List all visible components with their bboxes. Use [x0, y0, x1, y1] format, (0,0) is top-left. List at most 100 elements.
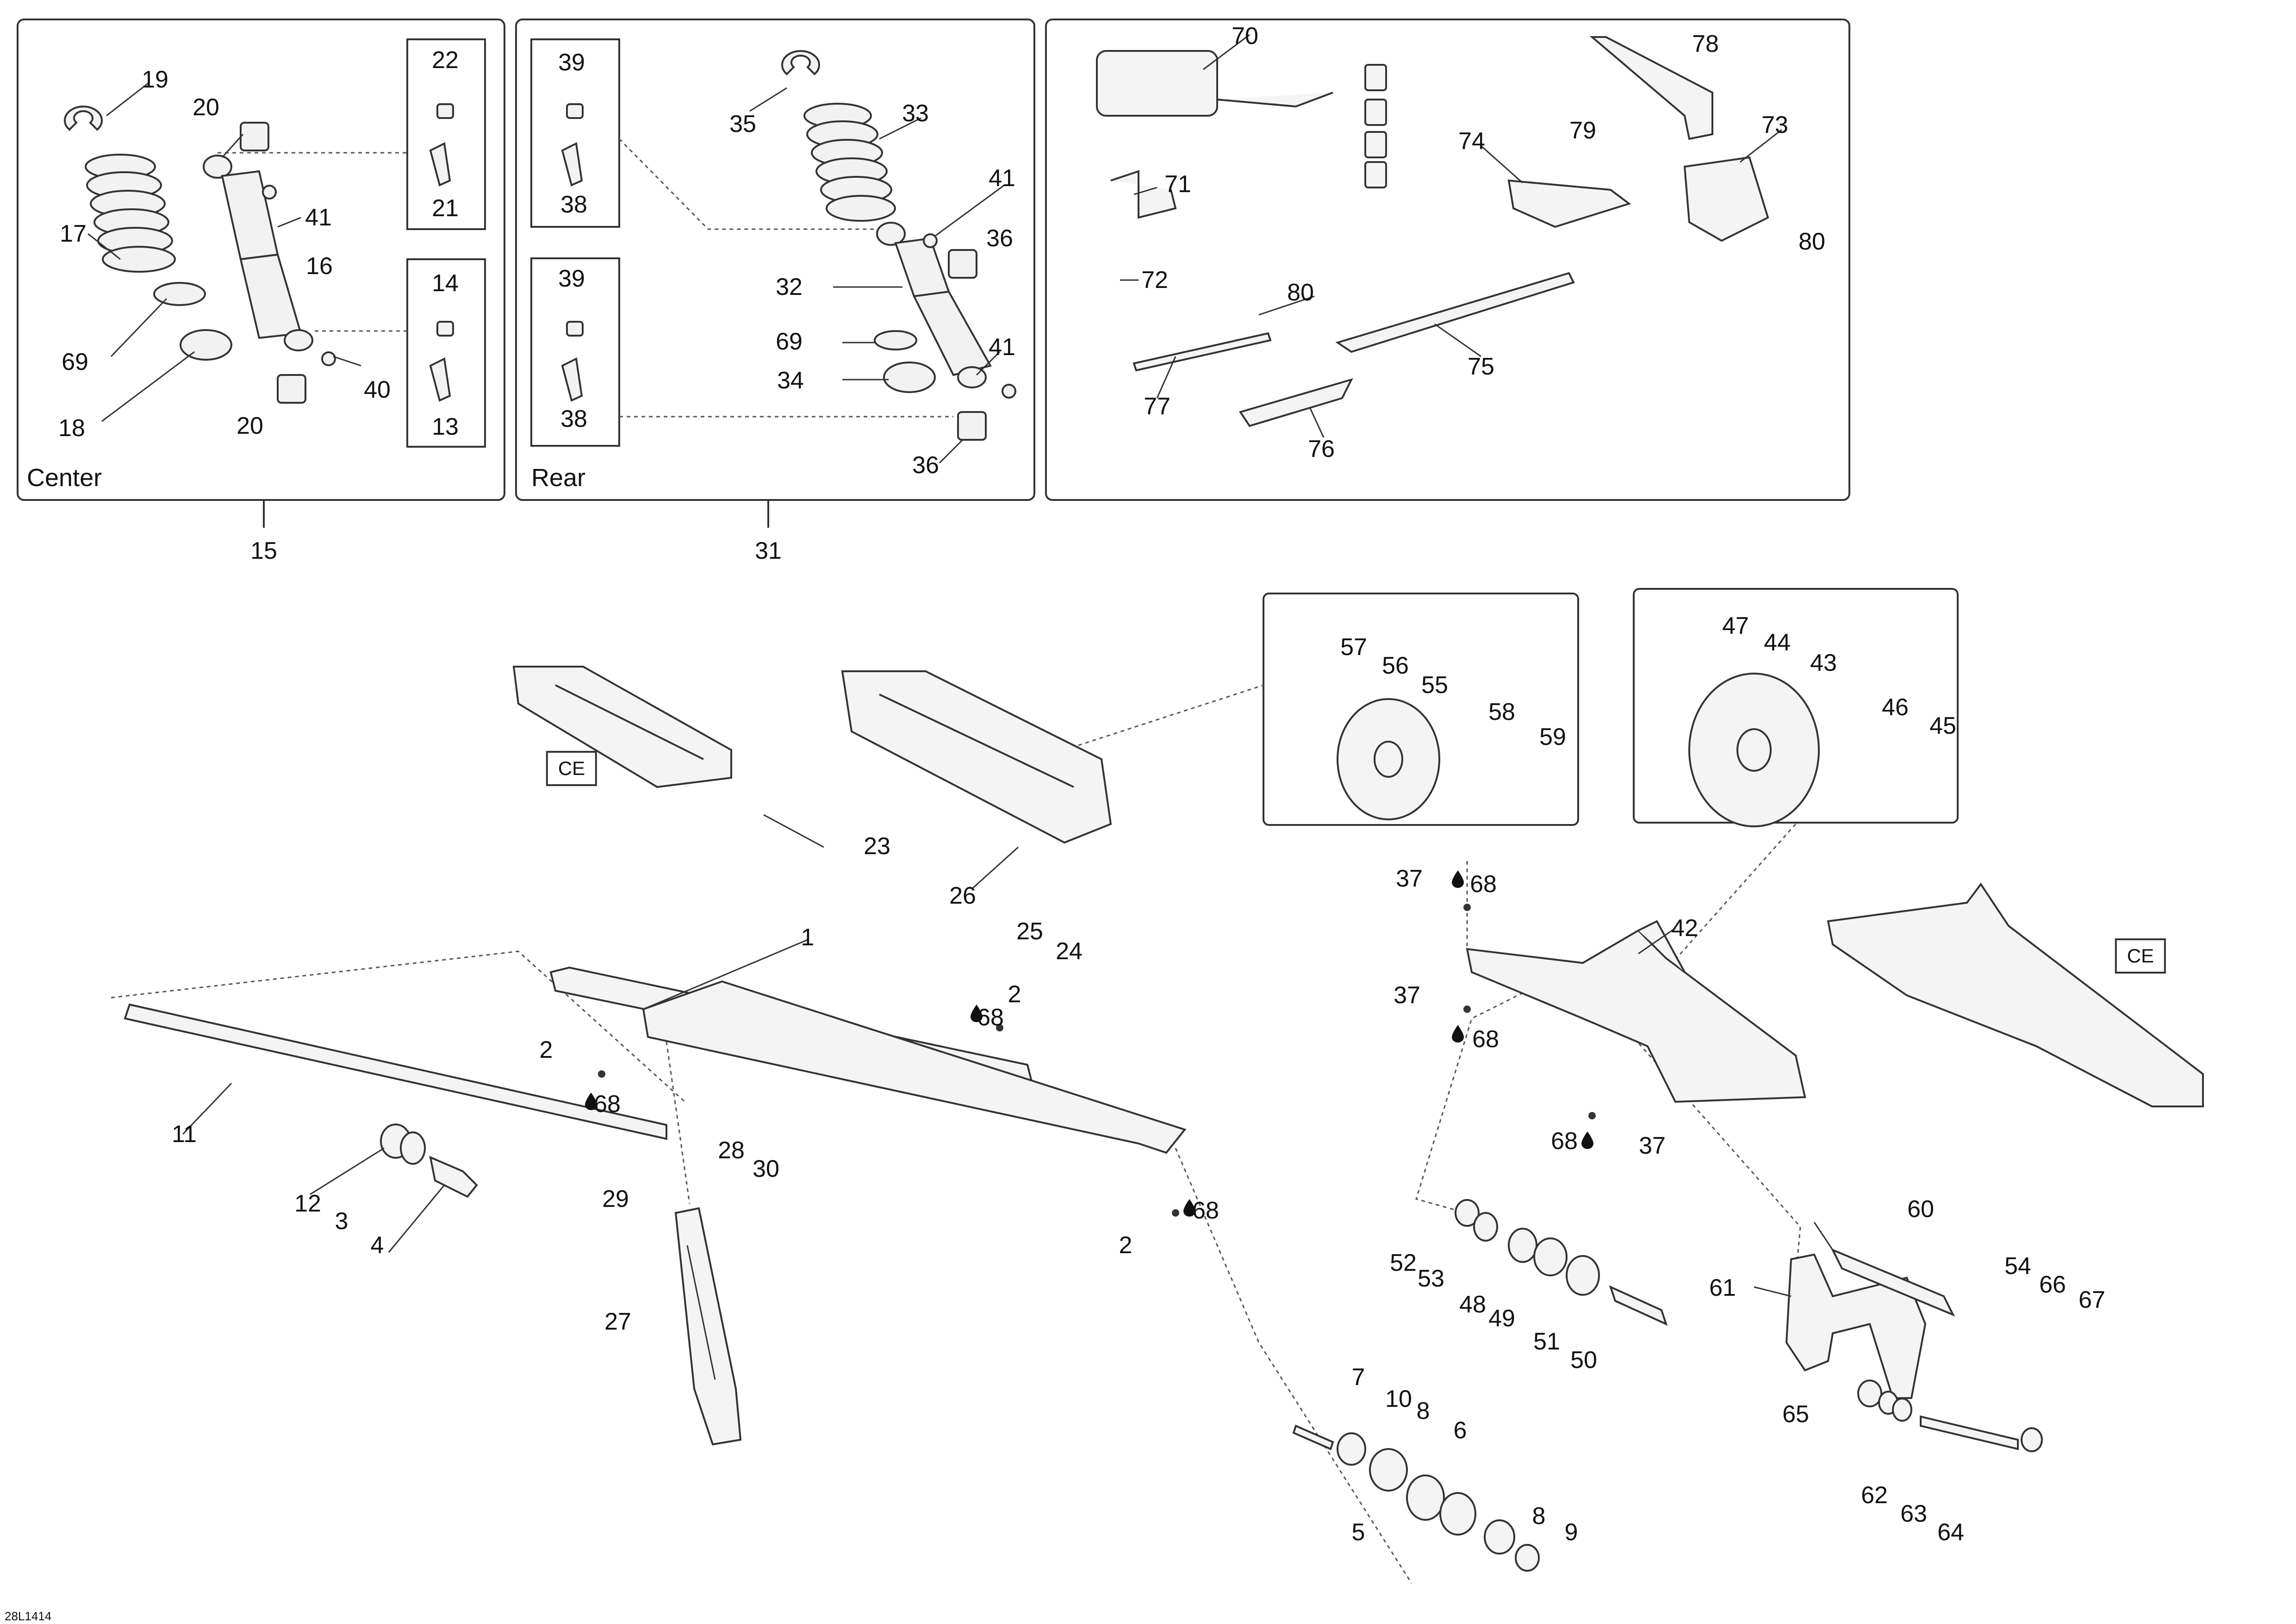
- idler-wheel-panel-1: [1263, 593, 1579, 826]
- harness-70: [1217, 92, 1333, 108]
- callout: 79: [1569, 117, 1596, 144]
- callout: 68: [1551, 1128, 1578, 1155]
- frame-assembly-ce: [512, 666, 732, 788]
- callout: 69: [776, 328, 803, 355]
- center-kit-box-1: [406, 38, 486, 230]
- callout: 68: [1470, 871, 1497, 898]
- callout: 41: [989, 165, 1015, 192]
- ce-label-frame: CE: [546, 751, 597, 786]
- callout: 8: [1532, 1503, 1546, 1530]
- center-panel-title: Center: [27, 464, 102, 492]
- callout: 12: [294, 1190, 321, 1217]
- callout: 37: [1396, 865, 1423, 892]
- idler-wheel-panel-2: [1633, 588, 1959, 824]
- bushing-20-top: [240, 122, 269, 151]
- callout: 77: [1144, 393, 1170, 420]
- callout: 46: [1882, 694, 1909, 721]
- ce-label-arm: CE: [2115, 938, 2166, 974]
- shock-absorber-16: [203, 155, 313, 351]
- coil-spring-33: [803, 103, 896, 222]
- callout: 19: [142, 66, 168, 93]
- callout: 38: [560, 191, 587, 218]
- callout: 10: [1385, 1386, 1412, 1412]
- callout: 66: [2039, 1271, 2066, 1298]
- nut-14: [436, 321, 454, 337]
- callout: 38: [560, 406, 587, 432]
- callout: 68: [1192, 1197, 1219, 1224]
- callout: 54: [2004, 1253, 2031, 1280]
- rail-11: [124, 1003, 667, 1140]
- lube-drop-icon: [971, 1005, 983, 1022]
- callout: 80: [1798, 228, 1825, 255]
- callout: 14: [432, 270, 459, 297]
- callout: 62: [1861, 1482, 1888, 1509]
- assembly-ref-rear: 31: [755, 537, 782, 564]
- callout: 28: [718, 1137, 745, 1164]
- callout: 64: [1937, 1519, 1964, 1546]
- bolt-13: [429, 357, 451, 402]
- callout: 25: [1016, 918, 1043, 945]
- callout: 63: [1900, 1500, 1927, 1527]
- adjuster-ring-34: [883, 362, 936, 393]
- callout: 55: [1421, 672, 1448, 699]
- callout: 21: [432, 195, 459, 222]
- lube-drop-icon: [1452, 1025, 1464, 1043]
- washer-3: [400, 1131, 426, 1165]
- callout: 1: [801, 924, 815, 951]
- callout: 29: [602, 1186, 629, 1212]
- callout: 41: [305, 204, 332, 231]
- callout: 53: [1418, 1265, 1444, 1292]
- callout: 51: [1533, 1328, 1560, 1355]
- callout: 16: [306, 253, 333, 280]
- plate-76: [1238, 378, 1353, 427]
- callout: 9: [1564, 1519, 1578, 1546]
- coil-spring-17: [85, 154, 176, 273]
- callout: 75: [1468, 353, 1494, 380]
- callout: 61: [1709, 1274, 1736, 1301]
- callout: 37: [1394, 982, 1420, 1009]
- frame-assembly-23: [841, 670, 1112, 844]
- lube-drop-icon: [1452, 870, 1464, 888]
- callout: 2: [1119, 1232, 1132, 1259]
- callout: 22: [432, 47, 459, 74]
- shaft-60: [1830, 1248, 1955, 1317]
- nut-39-2: [566, 321, 584, 337]
- callout: 36: [912, 452, 939, 479]
- callout: 49: [1488, 1305, 1515, 1332]
- callout: 42: [1671, 915, 1698, 942]
- rear-arm-ce: [1827, 882, 2204, 1107]
- callout: 27: [604, 1308, 631, 1335]
- callout: 41: [989, 334, 1015, 361]
- bushing-36-top: [948, 249, 977, 279]
- callout: 58: [1488, 699, 1515, 725]
- callout: 24: [1056, 938, 1083, 965]
- callout: 80: [1287, 279, 1314, 306]
- callout: 68: [594, 1091, 621, 1118]
- callout: 65: [1782, 1401, 1809, 1428]
- link-27: [674, 1207, 742, 1446]
- bracket-71: [1110, 170, 1177, 219]
- bolt-38: [561, 142, 583, 187]
- callout: 2: [539, 1037, 553, 1063]
- spring-stopper-19: [64, 106, 103, 131]
- bushing-20-bottom: [277, 374, 306, 404]
- axle-stack-62-64: [1857, 1380, 2043, 1452]
- callout: 11: [172, 1121, 197, 1148]
- spring-stopper-35: [781, 50, 820, 75]
- idler-wheel-55: [1337, 698, 1440, 820]
- nut-39: [566, 103, 584, 119]
- callout: 67: [2078, 1287, 2105, 1313]
- callout: 52: [1390, 1249, 1417, 1276]
- callout: 20: [236, 412, 263, 439]
- bracket-61: [1785, 1253, 1927, 1399]
- rear-panel-title: Rear: [531, 464, 586, 492]
- callout: 74: [1458, 128, 1485, 155]
- callout: 78: [1692, 31, 1719, 57]
- callout: 60: [1907, 1196, 1934, 1223]
- washer-69: [153, 282, 206, 306]
- lube-drop-icon: [585, 1093, 597, 1110]
- callout: 32: [776, 274, 803, 300]
- callout: 23: [864, 833, 890, 860]
- callout: 39: [558, 49, 585, 76]
